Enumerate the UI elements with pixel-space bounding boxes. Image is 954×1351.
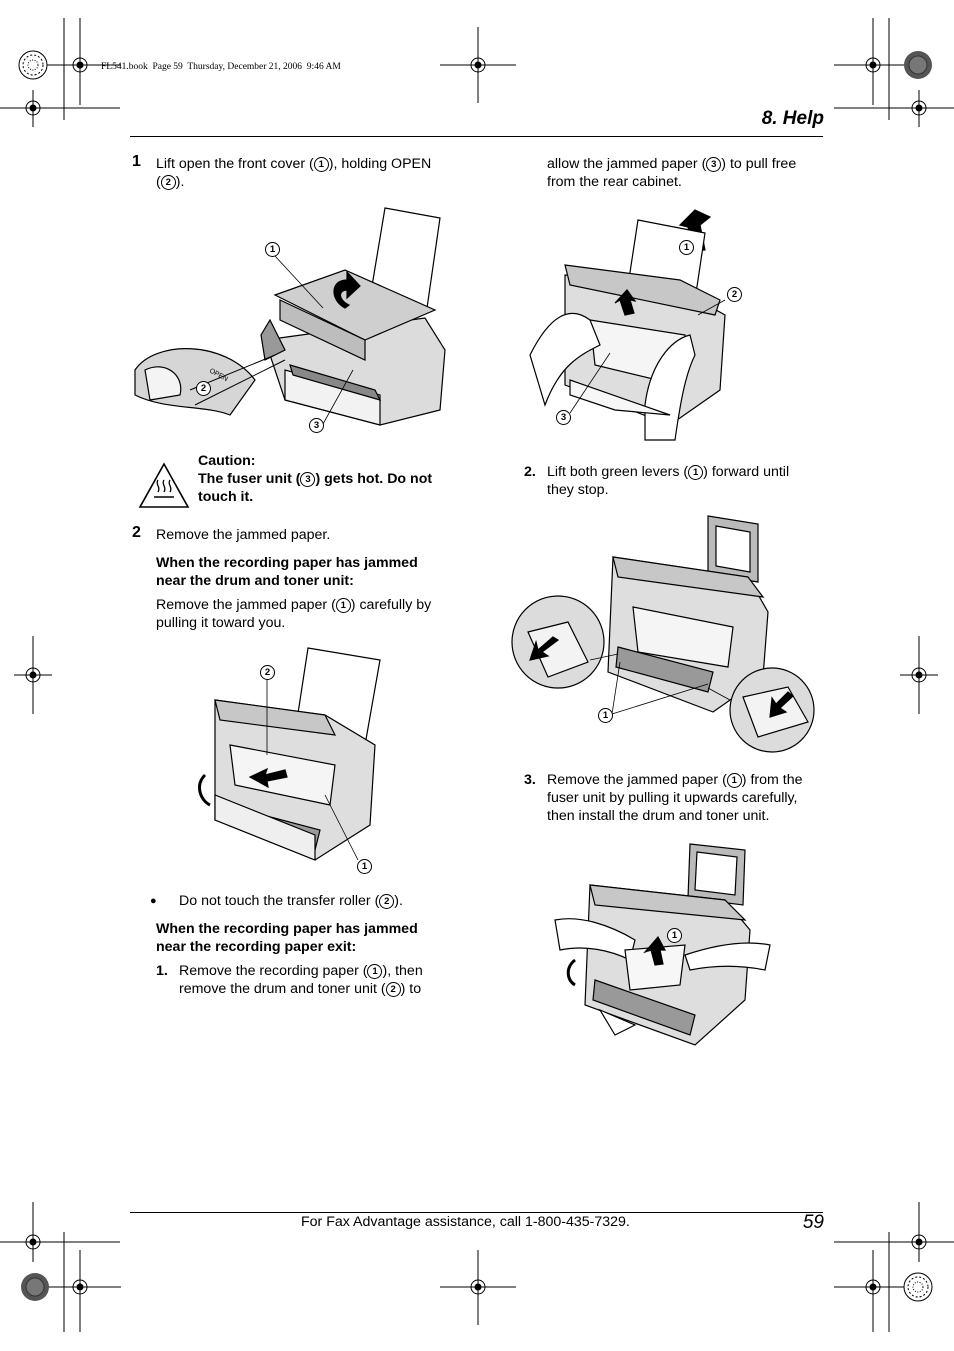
step-2-text: Remove the jammed paper. (156, 527, 331, 543)
drum-toner-instruction: Remove the jammed paper (1) carefully by… (156, 597, 432, 631)
item-1-number: 1. (156, 963, 168, 979)
figure-remove-paper-fuser: 1 (554, 840, 771, 1050)
footer-rule (130, 1212, 823, 1213)
book-info: FL541.book Page 59 Thursday, December 21… (101, 62, 341, 72)
callout-3: 3 (706, 157, 722, 172)
callout-2: 2 (379, 894, 395, 909)
figure-1-callout-1: 1 (265, 242, 280, 257)
figure-1-callout-3: 3 (309, 418, 324, 433)
figure-lift-green-levers: 1 (508, 512, 818, 754)
bullet-transfer-roller: ● Do not touch the transfer roller (2). (150, 893, 403, 909)
figure-5-callout-1: 1 (667, 928, 682, 943)
caution-block: Caution: The fuser unit (3) gets hot. Do… (198, 452, 468, 506)
item-1-text: Remove the recording paper (1), then rem… (179, 963, 423, 997)
figure-4-callout-1: 1 (598, 708, 613, 723)
figure-remove-paper-drum: 2 1 (195, 645, 395, 880)
callout-2: 2 (385, 982, 401, 997)
section-title: 8. Help (761, 108, 824, 129)
figure-3-callout-2: 2 (727, 287, 742, 302)
item-3-number: 3. (524, 772, 536, 788)
callout-1: 1 (726, 773, 742, 788)
callout-2: 2 (160, 175, 176, 190)
caution-title: Caution: (198, 453, 256, 469)
step-2-number: 2 (132, 524, 141, 541)
step-1-number: 1 (132, 153, 141, 170)
page-number: 59 (802, 1212, 824, 1233)
hot-surface-warning-icon (138, 462, 190, 508)
figure-remove-recording-paper: 1 2 3 (529, 205, 745, 441)
figure-3-callout-1: 1 (679, 240, 694, 255)
callout-3: 3 (300, 472, 316, 487)
figure-2-callout-2: 2 (260, 665, 275, 680)
callout-1: 1 (335, 598, 351, 613)
callout-1: 1 (688, 465, 704, 480)
figure-open-front-cover: OPEN 1 2 3 (134, 200, 450, 440)
figure-2-callout-1: 1 (357, 859, 372, 874)
callout-1: 1 (313, 157, 329, 172)
item-2-text: Lift both green levers (1) forward until… (547, 464, 790, 498)
item-1-continued: allow the jammed paper (3) to pull free … (547, 156, 797, 190)
step-1-text: Lift open the front cover (1), holding O… (156, 156, 432, 190)
footer-assistance: For Fax Advantage assistance, call 1-800… (301, 1214, 630, 1230)
figure-3-callout-3: 3 (556, 410, 571, 425)
item-3-text: Remove the jammed paper (1) from the fus… (547, 772, 803, 824)
figure-1-callout-2: 2 (196, 381, 211, 396)
item-2-number: 2. (524, 464, 536, 480)
callout-1: 1 (367, 964, 383, 979)
header-rule (130, 136, 823, 137)
